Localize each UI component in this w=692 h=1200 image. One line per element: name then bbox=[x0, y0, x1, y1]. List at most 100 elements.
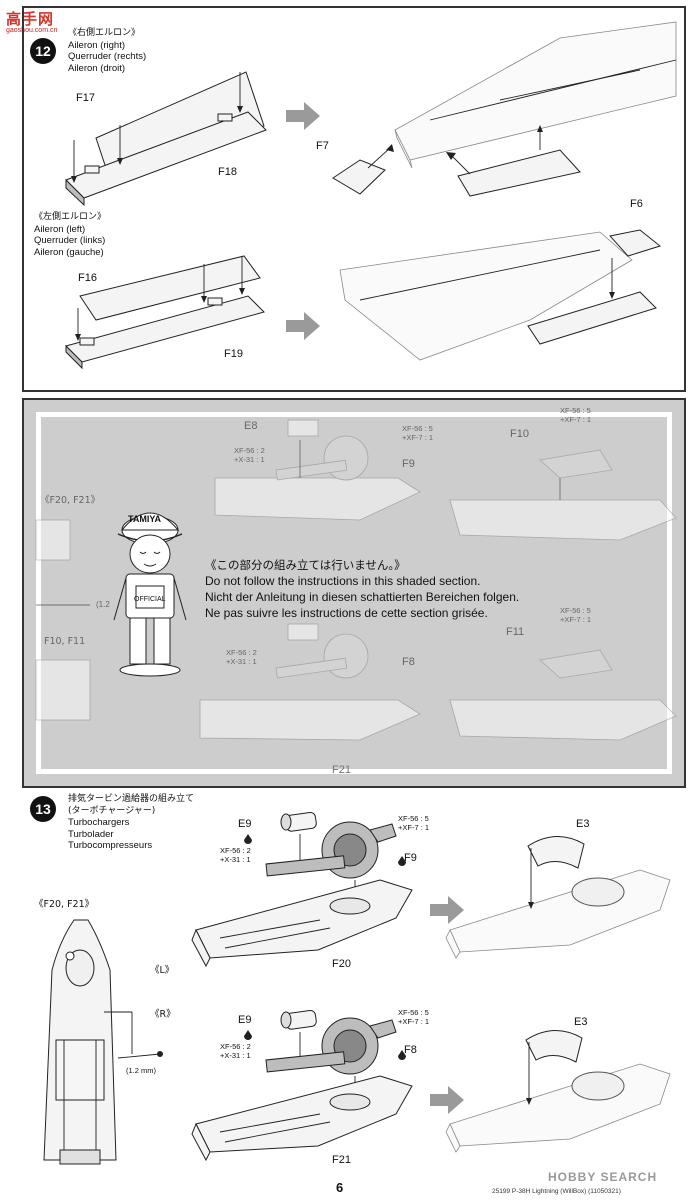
label-f17: F17 bbox=[76, 92, 95, 104]
shaded-paint-a: XF-56 : 2 +X-31 : 1 bbox=[234, 446, 265, 464]
label-e3-l: E3 bbox=[576, 818, 590, 830]
aileron-right-caption: 《右側エルロン》 Aileron (right) Querruder (rech… bbox=[68, 28, 146, 74]
aileron-left-de: Querruder (links) bbox=[34, 235, 106, 246]
paint-f8-r-2: +XF-7 : 1 bbox=[398, 1017, 430, 1026]
flow-arrow-1 bbox=[286, 102, 320, 130]
shaded-paint-e: XF-56 : 5 +XF-7 : 1 bbox=[560, 606, 591, 624]
mascot-badge-text: OFFICIAL bbox=[134, 596, 166, 603]
shaded-mm: (1.2 bbox=[96, 600, 110, 609]
watermark-logo: 高手网 bbox=[6, 10, 55, 28]
shaded-label-f9: F9 bbox=[402, 458, 415, 470]
step-13-jp: 排気タービン過給器の組み立て bbox=[68, 794, 195, 804]
step13-f20f21: 《F20, F21》 bbox=[34, 899, 95, 910]
wing-left-assembled bbox=[339, 229, 662, 361]
shaded-paint-d: XF-56 : 2 +X-31 : 1 bbox=[226, 648, 257, 666]
paint-e9-r-1: XF-56 : 2 bbox=[220, 1042, 251, 1051]
paint-e9-l-1: XF-56 : 2 bbox=[220, 846, 251, 855]
shaded-paint-c2: +XF-7 : 1 bbox=[560, 415, 592, 424]
notice-jp: 《この部分の組み立ては行いません。》 bbox=[205, 558, 406, 572]
paint-e9-r-2: +X-31 : 1 bbox=[220, 1051, 251, 1060]
turbo-left-assembled bbox=[445, 836, 671, 959]
label-f7: F7 bbox=[316, 140, 329, 152]
wing-right-assembled bbox=[332, 21, 677, 197]
shaded-paint-e1: XF-56 : 5 bbox=[560, 606, 591, 615]
label-f6: F6 bbox=[630, 198, 643, 210]
flow-arrow-3 bbox=[430, 896, 464, 924]
shaded-inner-frame bbox=[36, 412, 672, 774]
label-f18: F18 bbox=[218, 166, 237, 178]
step-13-jp2: (ターボチャージャー) bbox=[68, 805, 156, 816]
flow-arrow-2 bbox=[286, 312, 320, 340]
tamiya-mascot bbox=[113, 512, 187, 677]
shaded-label-f20f21: 《F20, F21》 bbox=[40, 495, 101, 506]
step-13-en: Turbochargers bbox=[68, 817, 130, 828]
step13-mm: (1.2 mm) bbox=[126, 1066, 156, 1075]
shaded-paint-a2: +X-31 : 1 bbox=[234, 455, 265, 464]
label-e9-l: E9 bbox=[238, 818, 252, 830]
aileron-right-en: Aileron (right) bbox=[68, 39, 126, 51]
label-f9: F9 bbox=[404, 852, 417, 864]
aileron-right-jp: 《右側エルロン》 bbox=[68, 28, 141, 38]
aileron-right-fr: Aileron (droit) bbox=[68, 62, 126, 74]
shaded-label-f8: F8 bbox=[402, 656, 415, 668]
mascot-cap-text: TAMIYA bbox=[128, 514, 162, 524]
paint-f8-r-1: XF-56 : 5 bbox=[398, 1008, 429, 1017]
turbo-right-exploded bbox=[191, 1009, 413, 1162]
hobby-search-watermark: HOBBY SEARCH bbox=[548, 1170, 658, 1184]
shaded-label-f21: F21 bbox=[332, 764, 351, 776]
shaded-paint-b2: +XF-7 : 1 bbox=[402, 433, 434, 442]
step-12-number: 12 bbox=[30, 38, 56, 64]
site-watermark: 高手网 gaoshou.com.cn bbox=[6, 8, 57, 34]
paint-f9-l: XF-56 : 5 +XF-7 : 1 bbox=[398, 814, 429, 832]
turbo-right-assembled bbox=[445, 1030, 671, 1153]
step-12-panel bbox=[22, 6, 686, 392]
paint-f8-r: XF-56 : 5 +XF-7 : 1 bbox=[398, 1008, 429, 1026]
turbo-left-exploded bbox=[191, 811, 413, 968]
aileron-left-exploded bbox=[65, 255, 265, 370]
shaded-paint-e2: +XF-7 : 1 bbox=[560, 615, 592, 624]
label-f21: F21 bbox=[332, 1154, 351, 1166]
shaded-paint-c: XF-56 : 5 +XF-7 : 1 bbox=[560, 406, 591, 424]
step-13-fr: Turbocompresseurs bbox=[68, 840, 153, 851]
aileron-left-caption: 《左側エルロン》 Aileron (left) Querruder (links… bbox=[34, 212, 106, 258]
shaded-label-f11: F11 bbox=[506, 626, 525, 638]
paint-drops bbox=[244, 834, 406, 1060]
paint-e9-r: XF-56 : 2 +X-31 : 1 bbox=[220, 1042, 251, 1060]
paint-e9-l-2: +X-31 : 1 bbox=[220, 855, 251, 864]
shaded-label-f10f11: F10, F11 bbox=[44, 636, 86, 647]
step-13-number: 13 bbox=[30, 796, 56, 822]
label-f20: F20 bbox=[332, 958, 351, 970]
side-r-label: 《R》 bbox=[150, 1009, 176, 1020]
aileron-left-jp: 《左側エルロン》 bbox=[34, 212, 107, 222]
shaded-drawings bbox=[35, 419, 677, 741]
shaded-label-e8: E8 bbox=[244, 420, 258, 432]
shaded-paint-d2: +X-31 : 1 bbox=[226, 657, 257, 666]
shaded-paint-a1: XF-56 : 2 bbox=[234, 446, 265, 455]
watermark-url: gaoshou.com.cn bbox=[6, 27, 58, 34]
notice-en: Do not follow the instructions in this s… bbox=[205, 574, 481, 588]
paint-e9-l: XF-56 : 2 +X-31 : 1 bbox=[220, 846, 251, 864]
label-f19: F19 bbox=[224, 348, 243, 360]
paint-f9-l-2: +XF-7 : 1 bbox=[398, 823, 430, 832]
fuselage-top-view bbox=[43, 919, 163, 1165]
shaded-paint-c1: XF-56 : 5 bbox=[560, 406, 591, 415]
label-e3-r: E3 bbox=[574, 1016, 588, 1028]
label-e9-r: E9 bbox=[238, 1014, 252, 1026]
step-13-de: Turbolader bbox=[68, 828, 114, 840]
notice-fr: Ne pas suivre les instructions de cette … bbox=[205, 606, 488, 620]
step-13-caption: 排気タービン過給器の組み立て (ターボチャージャー) Turbochargers… bbox=[68, 794, 194, 852]
aileron-right-de: Querruder (rechts) bbox=[68, 51, 147, 62]
page-number: 6 bbox=[336, 1180, 344, 1195]
notice-de: Nicht der Anleitung in diesen schattiert… bbox=[205, 590, 520, 604]
aileron-left-en: Aileron (left) bbox=[34, 223, 86, 235]
shaded-paint-b: XF-56 : 5 +XF-7 : 1 bbox=[402, 424, 433, 442]
aileron-right-exploded bbox=[65, 71, 267, 207]
side-l-label: 《L》 bbox=[150, 965, 175, 976]
label-f8: F8 bbox=[404, 1044, 417, 1056]
label-f16: F16 bbox=[78, 272, 97, 284]
flow-arrow-4 bbox=[430, 1086, 464, 1114]
shaded-paint-b1: XF-56 : 5 bbox=[402, 424, 433, 433]
kit-code: 25199 P-38H Lightning (WillBox) (1105032… bbox=[492, 1188, 621, 1195]
part-f16-drawing bbox=[79, 255, 261, 321]
